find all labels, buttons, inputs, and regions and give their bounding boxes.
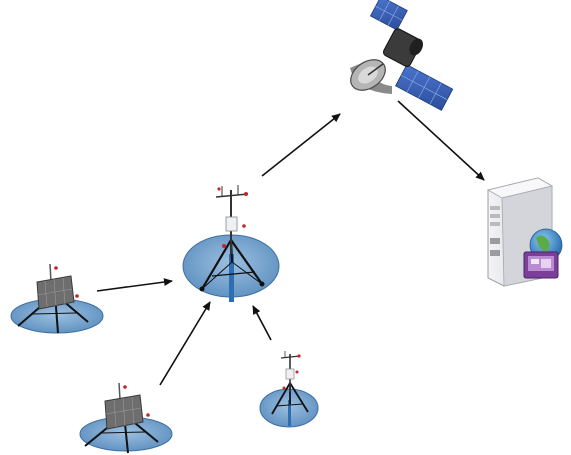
hub-weather-station-icon — [182, 185, 280, 302]
arrow-hub-to-satellite — [261, 113, 341, 177]
small-weather-station-icon — [259, 351, 319, 428]
arrow-weather-small-to-hub — [252, 305, 272, 341]
arrow-solar-bottom-to-hub — [159, 301, 211, 386]
solar-panel-station-left-icon — [10, 263, 104, 334]
arrow-satellite-to-server — [397, 100, 485, 181]
solar-panel-station-bottom-icon — [79, 382, 173, 454]
satellite-icon — [350, 0, 454, 111]
server-computer-icon — [486, 177, 563, 287]
arrow-solar-left-to-hub — [96, 278, 173, 292]
arrows — [96, 100, 485, 386]
